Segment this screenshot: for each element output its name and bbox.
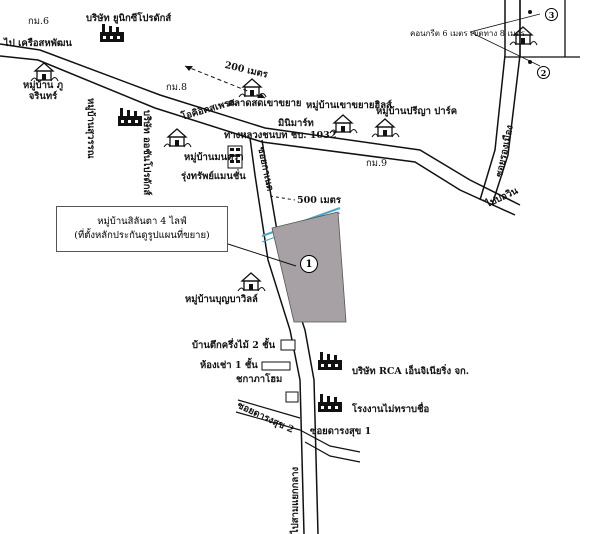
- rungsap-label: รุ่งทรัพย์แมนชั่น: [181, 171, 246, 182]
- factory-icon: [318, 394, 342, 412]
- km6-label: กม.6: [28, 16, 50, 27]
- to-south-label: ไปสามแยกกลาง: [290, 466, 301, 534]
- factory-icon: [100, 24, 124, 42]
- unique-products-label: บริษัท ยูนิกซีโปรดักส์: [86, 13, 172, 24]
- main-road-edge-top: [0, 43, 521, 206]
- house-icon: [371, 118, 400, 138]
- minimart-label: มินิมาร์ท: [278, 118, 314, 129]
- marker-3: 3: [545, 8, 558, 21]
- callout-line-2: (ที่ตั้งหลักประกันดูรูปแผนที่ขยาย): [74, 230, 210, 241]
- preeya-label: หมู่บ้านปรีญา ปาร์ค: [376, 106, 458, 117]
- soi-damrongsuk1-label: ซอยดารงสุข 1: [310, 426, 372, 437]
- ocean-label: บริษัท ออชันโปรดักส์: [141, 110, 152, 196]
- house-icon: [163, 128, 192, 148]
- north-road-note: คอนกรีต 6 เมตร เขตทาง 8 เมตร: [410, 29, 525, 38]
- phu-rin-label: หมู่บ้าน ภูจรินทร์: [23, 80, 63, 102]
- maneerat-label: หมู่บ้านมนตรา: [184, 152, 244, 163]
- factory-unknown-label: โรงงานไม่ทราบชื่อ: [352, 404, 430, 415]
- marker-2: 2: [537, 66, 550, 79]
- bunthawee-label: หมู่บ้านบุญบาวิลล์: [185, 294, 258, 305]
- rca-label: บริษัท RCA เอ็นจิเนียริ่ง จก.: [352, 366, 470, 377]
- factory-icon: [318, 352, 342, 370]
- site-callout: หมู่บ้านสิลันตา 4 ไลฟ์ (ที่ตั้งหลักประกั…: [56, 206, 228, 252]
- factory-icon: [118, 108, 142, 126]
- house-icon: [30, 62, 59, 82]
- soi-road-left: [249, 137, 305, 534]
- road-to-saha-label: ไป เครือสหพัฒน: [4, 38, 72, 49]
- shop2-label: ชกาภาโฮม: [236, 374, 283, 385]
- shop-label: ห้องเช่า 1 ชั้น: [200, 360, 258, 371]
- km8-label: กม.8: [166, 82, 188, 93]
- km9-label: กม.9: [366, 158, 388, 169]
- village-left-label: หมู่บ้านสุวรรณ: [85, 98, 96, 159]
- market-label: ตลาดสดเขาขยาย: [228, 98, 302, 109]
- main-road-label: ทางหลวงชนบท ชบ. 1032: [224, 130, 337, 141]
- site-marker: 1: [300, 255, 318, 273]
- distance-500-label: 500 เมตร: [297, 195, 341, 206]
- house-icon: [237, 272, 266, 292]
- callout-line-1: หมู่บ้านสิลันตา 4 ไลฟ์: [97, 216, 187, 227]
- khao-khayai-label: หมู่บ้านเขาขยายฮิลส์: [306, 100, 392, 111]
- wood-house-label: บ้านตึกครึ่งไม้ 2 ชั้น: [192, 340, 276, 351]
- north-road-left: [479, 0, 506, 201]
